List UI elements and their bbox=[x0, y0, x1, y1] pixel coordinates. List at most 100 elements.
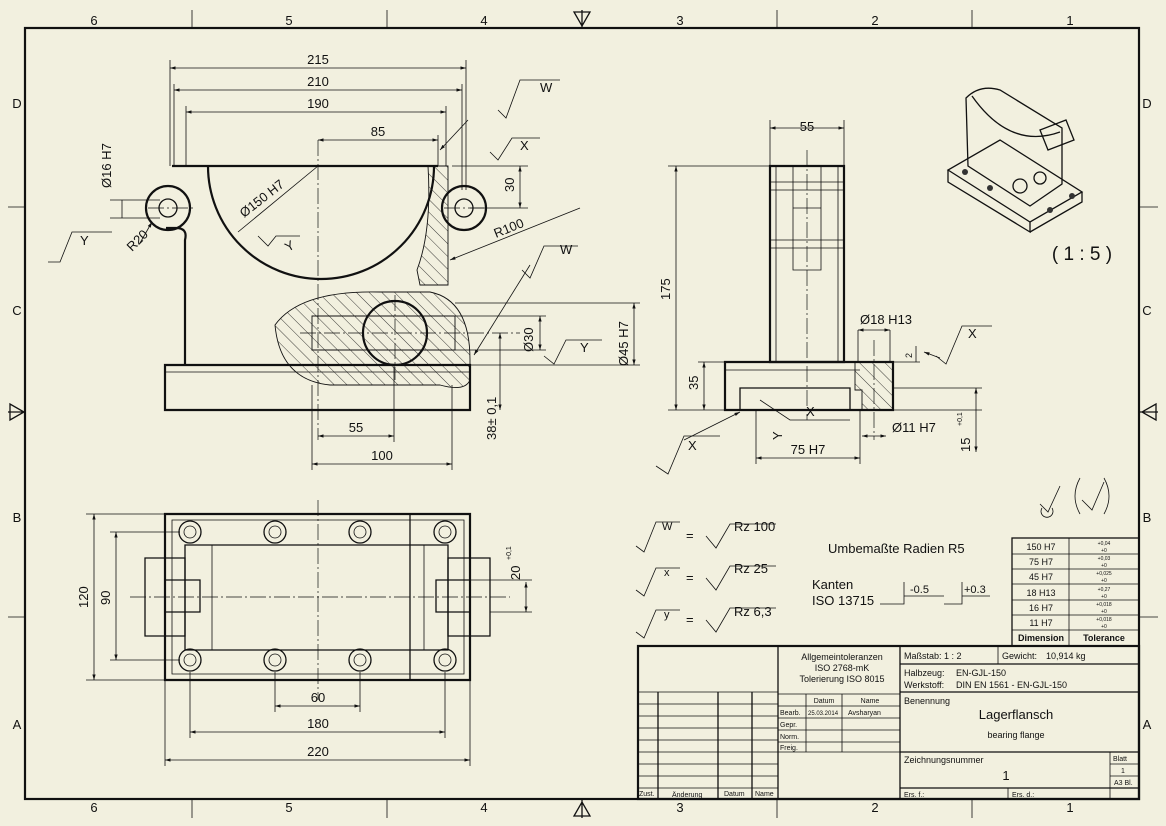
side-dim-dia-18: Ø18 H13 bbox=[860, 312, 912, 327]
col-label-3-bottom: 3 bbox=[676, 800, 683, 815]
row-label-d: D bbox=[12, 96, 21, 111]
tb-material-label: Werkstoff: bbox=[904, 680, 944, 690]
side-dim-35: 35 bbox=[686, 376, 701, 390]
side-surface-x-bottom: X bbox=[688, 438, 697, 453]
tb-drawing-no-label: Zeichnungsnummer bbox=[904, 755, 984, 765]
row-label-c-right: C bbox=[1142, 303, 1151, 318]
tol-row-3-lower: +0 bbox=[1101, 578, 1107, 584]
tol-row-6-upper: +0,018 bbox=[1096, 617, 1112, 623]
surface-y-right-label: Y bbox=[580, 340, 589, 355]
legend-x-letter: x bbox=[664, 567, 670, 579]
surface-w2-label: W bbox=[560, 242, 573, 257]
tb-general-tol-1: Allgemeintoleranzen bbox=[801, 652, 883, 662]
side-dim-75: 75 H7 bbox=[791, 442, 826, 457]
tol-row-2-dim: 75 H7 bbox=[1029, 557, 1053, 567]
tb-title: Lagerflansch bbox=[979, 707, 1053, 722]
tb-semi-value: EN-GJL-150 bbox=[956, 668, 1006, 678]
tb-weight-value: 10,914 kg bbox=[1046, 651, 1086, 661]
legend-w-letter: W bbox=[662, 521, 673, 533]
tol-row-4-upper: +0,27 bbox=[1098, 587, 1111, 593]
top-dim-20-tol: +0,1 bbox=[506, 546, 513, 560]
tol-row-4-dim: 18 H13 bbox=[1026, 588, 1055, 598]
tol-header-dimension: Dimension bbox=[1018, 633, 1064, 643]
dim-dia-16: Ø16 H7 bbox=[99, 143, 114, 188]
row-label-b-right: B bbox=[1143, 510, 1152, 525]
row-label-a: A bbox=[13, 717, 22, 732]
col-label-1: 1 bbox=[1066, 13, 1073, 28]
row-label-c: C bbox=[12, 303, 21, 318]
dim-dia-30: Ø30 bbox=[521, 327, 536, 352]
legend-y-eq: = bbox=[686, 612, 694, 627]
side-surface-y-inner: Y bbox=[770, 431, 785, 440]
dim-dia-150: Ø150 H7 bbox=[237, 177, 287, 221]
side-surface-x-right: X bbox=[968, 326, 977, 341]
tb-freig: Freig. bbox=[780, 745, 798, 752]
note-edges-1: Kanten bbox=[812, 577, 853, 592]
tb-name-header: Name bbox=[861, 698, 880, 705]
legend-y-letter: y bbox=[664, 609, 670, 621]
tb-sheet-label: Blatt bbox=[1113, 756, 1127, 763]
front-view: W X Y Y W Y 215 210 190 85 30 R100 Ø150 … bbox=[48, 52, 640, 470]
note-edges-2: ISO 13715 bbox=[812, 593, 874, 608]
tol-row-5-dim: 16 H7 bbox=[1029, 603, 1053, 613]
surface-w-label: W bbox=[540, 80, 553, 95]
side-dim-15: 15 bbox=[958, 438, 973, 452]
tb-general-tol-3: Tolerierung ISO 8015 bbox=[799, 674, 884, 684]
col-label-6-bottom: 6 bbox=[90, 800, 97, 815]
top-dim-90: 90 bbox=[98, 591, 113, 605]
isometric-view: ( 1 : 5 ) bbox=[946, 87, 1112, 265]
surface-finish-legend: W x y = = = Rz 100 Rz 25 Rz 6,3 bbox=[635, 477, 1110, 639]
dim-100: 100 bbox=[371, 448, 393, 463]
col-label-2-bottom: 2 bbox=[871, 800, 878, 815]
tol-row-3-upper: +0,025 bbox=[1096, 571, 1112, 577]
frame-column-labels: 6 5 4 3 2 1 6 5 4 3 2 1 D C B A D C B A bbox=[12, 13, 1151, 815]
tol-row-3-dim: 45 H7 bbox=[1029, 572, 1053, 582]
general-notes: Umbemaßte Radien R5 Kanten ISO 13715 -0.… bbox=[812, 541, 990, 608]
tol-row-1-upper: +0,04 bbox=[1098, 541, 1111, 547]
tol-row-2-lower: +0 bbox=[1101, 563, 1107, 569]
tb-bearb-name: Avsharyan bbox=[848, 710, 881, 717]
top-dim-180: 180 bbox=[307, 716, 329, 731]
col-label-6: 6 bbox=[90, 13, 97, 28]
tb-material-value: DIN EN 1561 - EN-GJL-150 bbox=[956, 680, 1067, 690]
iso-scale: ( 1 : 5 ) bbox=[1052, 244, 1112, 265]
side-dim-175: 175 bbox=[658, 278, 673, 300]
legend-x-value: Rz 25 bbox=[734, 561, 768, 576]
tb-bearb-date: 25.03.2014 bbox=[808, 711, 839, 717]
side-surface-x-inner: X bbox=[806, 404, 815, 419]
tol-row-6-lower: +0 bbox=[1101, 624, 1107, 630]
dim-210: 210 bbox=[307, 74, 329, 89]
tol-row-5-upper: +0,018 bbox=[1096, 602, 1112, 608]
tol-row-6-dim: 11 H7 bbox=[1029, 618, 1052, 628]
top-dim-60: 60 bbox=[311, 690, 325, 705]
tolerance-table: 150 H7 75 H7 45 H7 18 H13 16 H7 11 H7 +0… bbox=[1011, 537, 1140, 647]
tb-general-tol-2: ISO 2768-mK bbox=[815, 663, 870, 673]
tb-scale: Maßstab: 1 : 2 bbox=[904, 651, 962, 661]
note-edge-plus: +0.3 bbox=[964, 584, 986, 596]
tb-norm: Norm. bbox=[780, 734, 799, 741]
legend-w-eq: = bbox=[686, 528, 694, 543]
top-dim-20: 20 bbox=[508, 566, 523, 580]
legend-x-eq: = bbox=[686, 570, 694, 585]
col-label-3: 3 bbox=[676, 13, 683, 28]
bolt-holes bbox=[178, 520, 457, 672]
dim-dia-45: Ø45 H7 bbox=[616, 321, 631, 366]
dim-190: 190 bbox=[307, 96, 329, 111]
dim-38: 38± 0,1 bbox=[484, 397, 499, 440]
tb-benennung-label: Benennung bbox=[904, 696, 950, 706]
legend-w-value: Rz 100 bbox=[734, 519, 775, 534]
tb-drawing-no: 1 bbox=[1002, 768, 1009, 783]
tb-weight-label: Gewicht: bbox=[1002, 651, 1037, 661]
note-radii: Umbemaßte Radien R5 bbox=[828, 541, 965, 556]
tb-format: A3 Bl. bbox=[1114, 780, 1133, 787]
tol-row-2-upper: +0,03 bbox=[1098, 556, 1111, 562]
tb-datum2: Datum bbox=[724, 791, 745, 798]
row-label-a-right: A bbox=[1143, 717, 1152, 732]
dim-55: 55 bbox=[349, 420, 363, 435]
side-dim-2: 2 bbox=[904, 353, 914, 358]
tb-sheet-value: 1 bbox=[1121, 768, 1125, 775]
side-dim-dia-11: Ø11 H7 bbox=[892, 420, 936, 435]
top-view: 120 90 20 +0,1 60 180 220 bbox=[76, 500, 532, 766]
top-dim-120: 120 bbox=[76, 586, 91, 608]
tol-header-tolerance: Tolerance bbox=[1083, 633, 1125, 643]
